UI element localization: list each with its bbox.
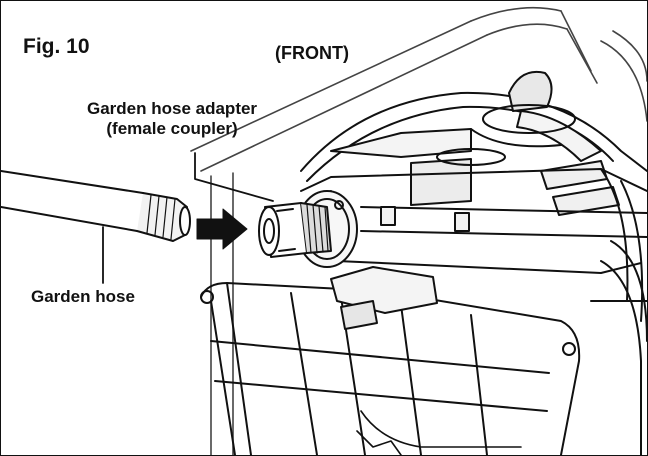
- lower-shroud: [200, 240, 647, 455]
- adapter-callout-line2: (female coupler): [106, 119, 238, 138]
- leader-lines: [102, 152, 274, 284]
- adapter-callout: Garden hose adapter (female coupler): [87, 99, 257, 139]
- garden-hose-drawing: [1, 170, 191, 242]
- hose-callout: Garden hose: [31, 287, 135, 306]
- frame-tubes: [190, 6, 647, 455]
- figure-number: Fig. 10: [23, 35, 90, 58]
- insertion-arrow: [196, 208, 248, 250]
- adapter-callout-line1: Garden hose adapter: [87, 99, 258, 118]
- hose-adapter-drawing: [258, 202, 332, 258]
- engine-housing: [300, 71, 647, 216]
- view-label: (FRONT): [275, 43, 349, 63]
